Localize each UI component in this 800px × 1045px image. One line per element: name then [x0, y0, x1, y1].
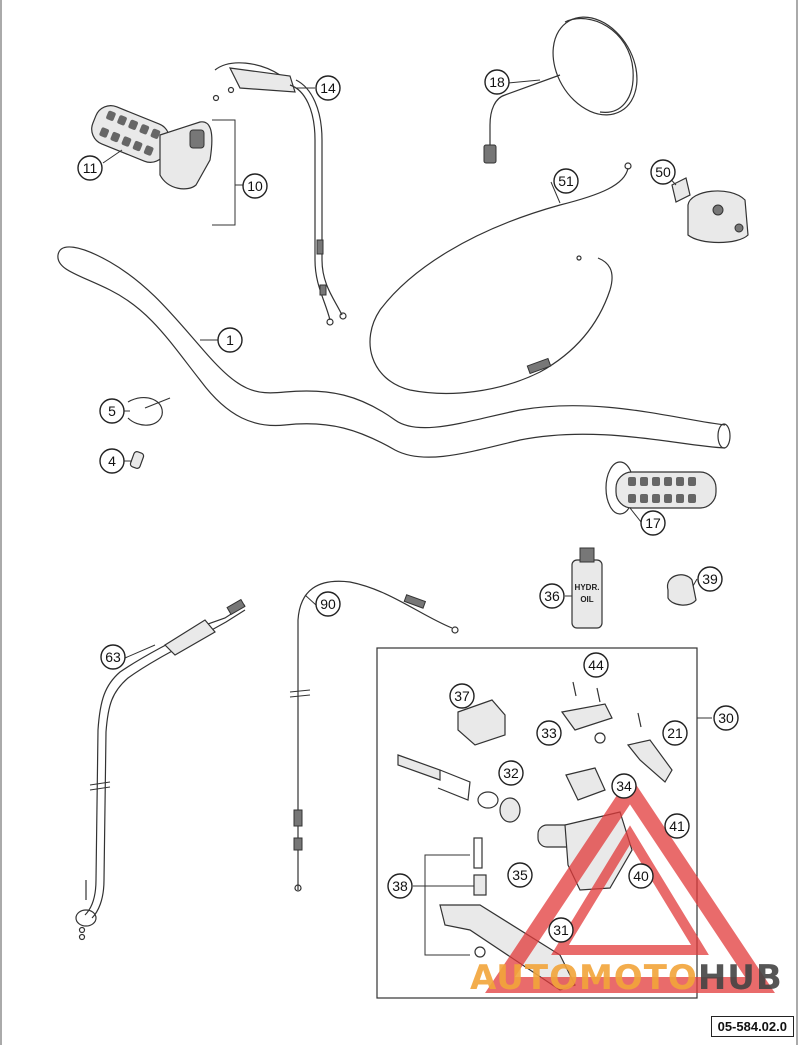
callout-5-label: 5: [108, 403, 116, 419]
callout-30: 30: [713, 705, 739, 731]
callout-4-label: 4: [108, 453, 116, 469]
callout-34: 34: [611, 773, 637, 799]
callout-50: 50: [650, 159, 676, 185]
callout-1: 1: [217, 327, 243, 353]
handlebar: [57, 246, 731, 458]
callout-32: 32: [498, 760, 524, 786]
throttle-grip-assembly: [91, 105, 236, 226]
callout-63-label: 63: [105, 649, 121, 665]
callout-17-label: 17: [645, 515, 661, 531]
callout-21-label: 21: [667, 725, 683, 741]
callout-40: 40: [628, 863, 654, 889]
sleeve: [129, 451, 145, 469]
bottle-label-line1: HYDR.: [575, 583, 600, 592]
callout-37: 37: [449, 683, 475, 709]
callout-10-label: 10: [247, 178, 263, 194]
callout-44-label: 44: [588, 657, 604, 673]
callout-33: 33: [536, 720, 562, 746]
callout-36-label: 36: [544, 588, 560, 604]
callout-1-label: 1: [226, 332, 234, 348]
callout-14-label: 14: [320, 80, 336, 96]
callout-51-label: 51: [558, 173, 574, 189]
callout-36: 36: [539, 583, 565, 609]
callout-11: 11: [77, 155, 103, 181]
callout-38-label: 38: [392, 878, 408, 894]
callout-34-label: 34: [616, 778, 632, 794]
callout-17: 17: [640, 510, 666, 536]
callout-4: 4: [99, 448, 125, 474]
callout-50-label: 50: [655, 164, 671, 180]
callout-18-label: 18: [489, 74, 505, 90]
clamp: [666, 574, 697, 606]
throttle-cables: [212, 62, 347, 326]
watermark-logo: AUTOMOTOHUB: [470, 958, 783, 998]
callout-32-label: 32: [503, 765, 519, 781]
callout-35-label: 35: [512, 867, 528, 883]
callout-39: 39: [697, 566, 723, 592]
clutch-cable: [289, 580, 459, 892]
callout-90-label: 90: [320, 596, 336, 612]
callout-10: 10: [242, 173, 268, 199]
callout-33-label: 33: [541, 725, 557, 741]
hydraulic-oil-bottle: HYDR. OIL: [571, 547, 603, 629]
callout-90: 90: [315, 591, 341, 617]
watermark-part1: AUTOMOTO: [470, 958, 698, 998]
callout-40-label: 40: [633, 868, 649, 884]
callout-41: 41: [664, 813, 690, 839]
callout-38: 38: [387, 873, 413, 899]
watermark-part2: HUB: [697, 958, 783, 998]
mirror: [483, 16, 638, 164]
light-switch: [659, 173, 749, 244]
decompression-cable: [75, 598, 246, 941]
callout-44: 44: [583, 652, 609, 678]
watermark-triangle: [485, 775, 775, 993]
callout-14: 14: [315, 75, 341, 101]
callout-5: 5: [99, 398, 125, 424]
callout-41-label: 41: [669, 818, 685, 834]
bottle-label-line2: OIL: [580, 595, 593, 604]
callout-35: 35: [507, 862, 533, 888]
callout-31-label: 31: [553, 922, 569, 938]
cable-tie: [127, 397, 171, 426]
callout-39-label: 39: [702, 571, 718, 587]
callout-11-label: 11: [83, 160, 98, 176]
callout-63: 63: [100, 644, 126, 670]
callout-51: 51: [553, 168, 579, 194]
leader-lines: [102, 79, 698, 659]
callout-18: 18: [484, 69, 510, 95]
callout-30-label: 30: [718, 710, 734, 726]
callout-21: 21: [662, 720, 688, 746]
callout-31: 31: [548, 917, 574, 943]
diagram-code: 05-584.02.0: [710, 1016, 794, 1037]
hot-start-cable: [369, 162, 632, 394]
left-grip: [605, 461, 717, 515]
callout-37-label: 37: [454, 688, 470, 704]
